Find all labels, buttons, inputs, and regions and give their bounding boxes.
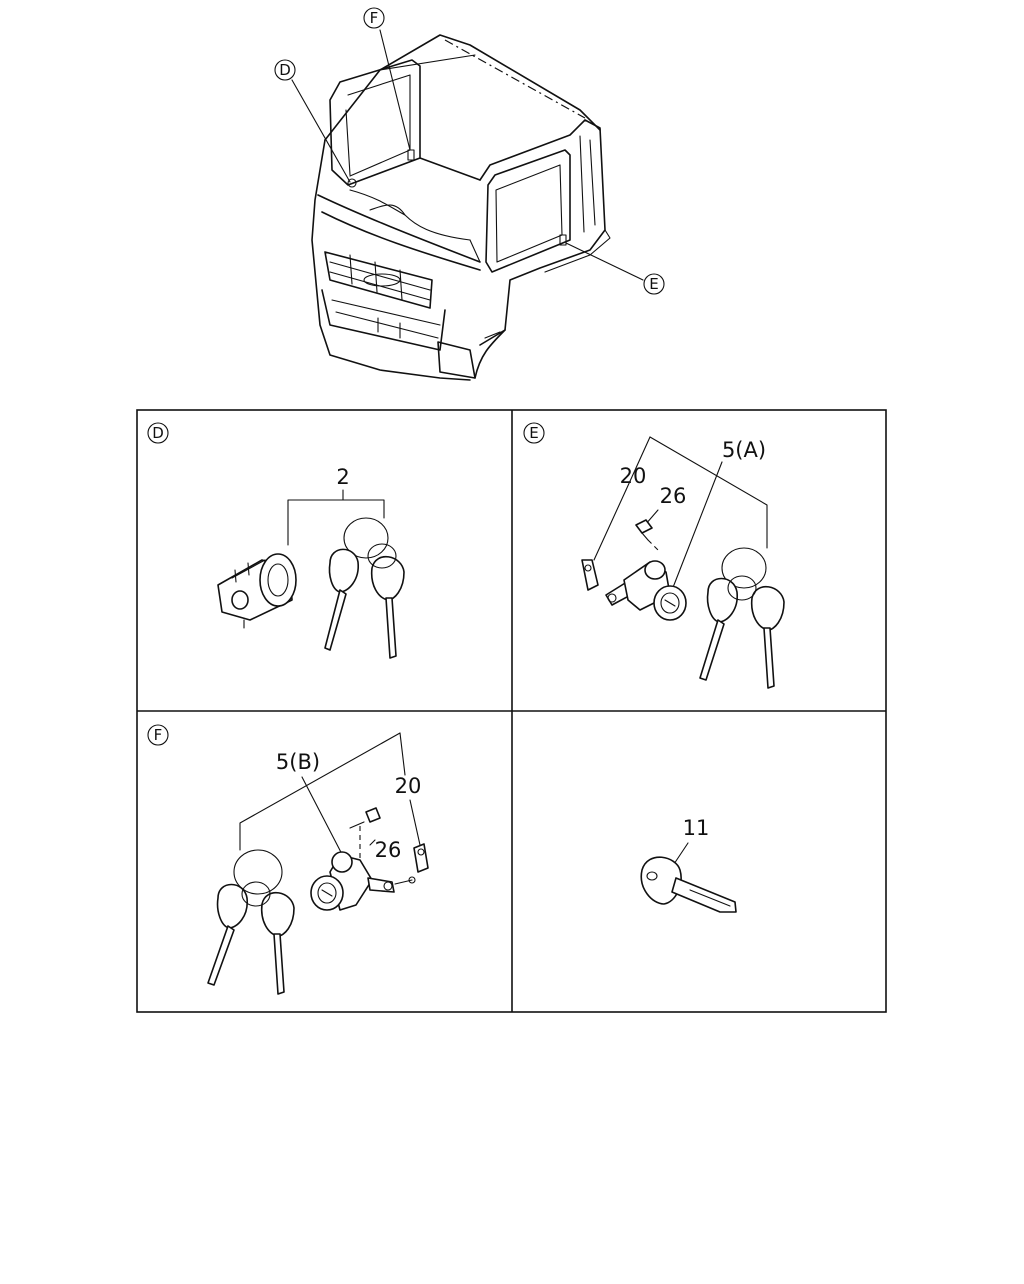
callout-d-overview: D xyxy=(274,59,296,81)
panel-f-letter: F xyxy=(147,724,169,746)
door-lock-cylinder-e xyxy=(605,560,687,621)
part-label-20: 20 xyxy=(620,464,647,488)
key-pair-e xyxy=(699,547,785,689)
panel-f: F 5(B) 20 26 xyxy=(147,724,429,995)
retainer-clip-20 xyxy=(581,559,599,591)
retainer-clip-20 xyxy=(413,843,429,873)
blank-key xyxy=(640,856,737,913)
panel-d: D 2 xyxy=(147,422,405,659)
callout-e-overview: E xyxy=(643,273,665,295)
key-pair-f xyxy=(207,849,295,995)
part-label-26: 26 xyxy=(375,838,402,862)
panel-blank-key: 11 xyxy=(640,816,737,913)
key-pair-d xyxy=(324,517,405,659)
callout-f-overview: F xyxy=(363,7,385,29)
part-label-20: 20 xyxy=(395,774,422,798)
part-label-5b: 5(B) xyxy=(276,750,320,774)
part-label-2: 2 xyxy=(336,465,349,489)
svg-text:F: F xyxy=(370,9,379,27)
part-label-26: 26 xyxy=(660,484,687,508)
detail-panel-grid xyxy=(136,409,887,1013)
svg-text:D: D xyxy=(279,61,291,79)
svg-text:E: E xyxy=(529,424,538,442)
svg-text:F: F xyxy=(154,726,163,744)
panel-e-letter: E xyxy=(523,422,545,444)
door-lock-cylinder-f xyxy=(310,851,416,911)
part-label-5a: 5(A) xyxy=(722,438,766,462)
truck-cab-illustration xyxy=(291,29,644,381)
panel-d-letter: D xyxy=(147,422,169,444)
bolt-26 xyxy=(349,807,381,868)
part-label-11: 11 xyxy=(683,816,710,840)
svg-text:D: D xyxy=(152,424,164,442)
panel-e: E 20 26 5(A) xyxy=(523,422,785,689)
svg-text:E: E xyxy=(649,275,658,293)
bolt-26 xyxy=(635,519,661,553)
ignition-cylinder xyxy=(217,553,297,629)
